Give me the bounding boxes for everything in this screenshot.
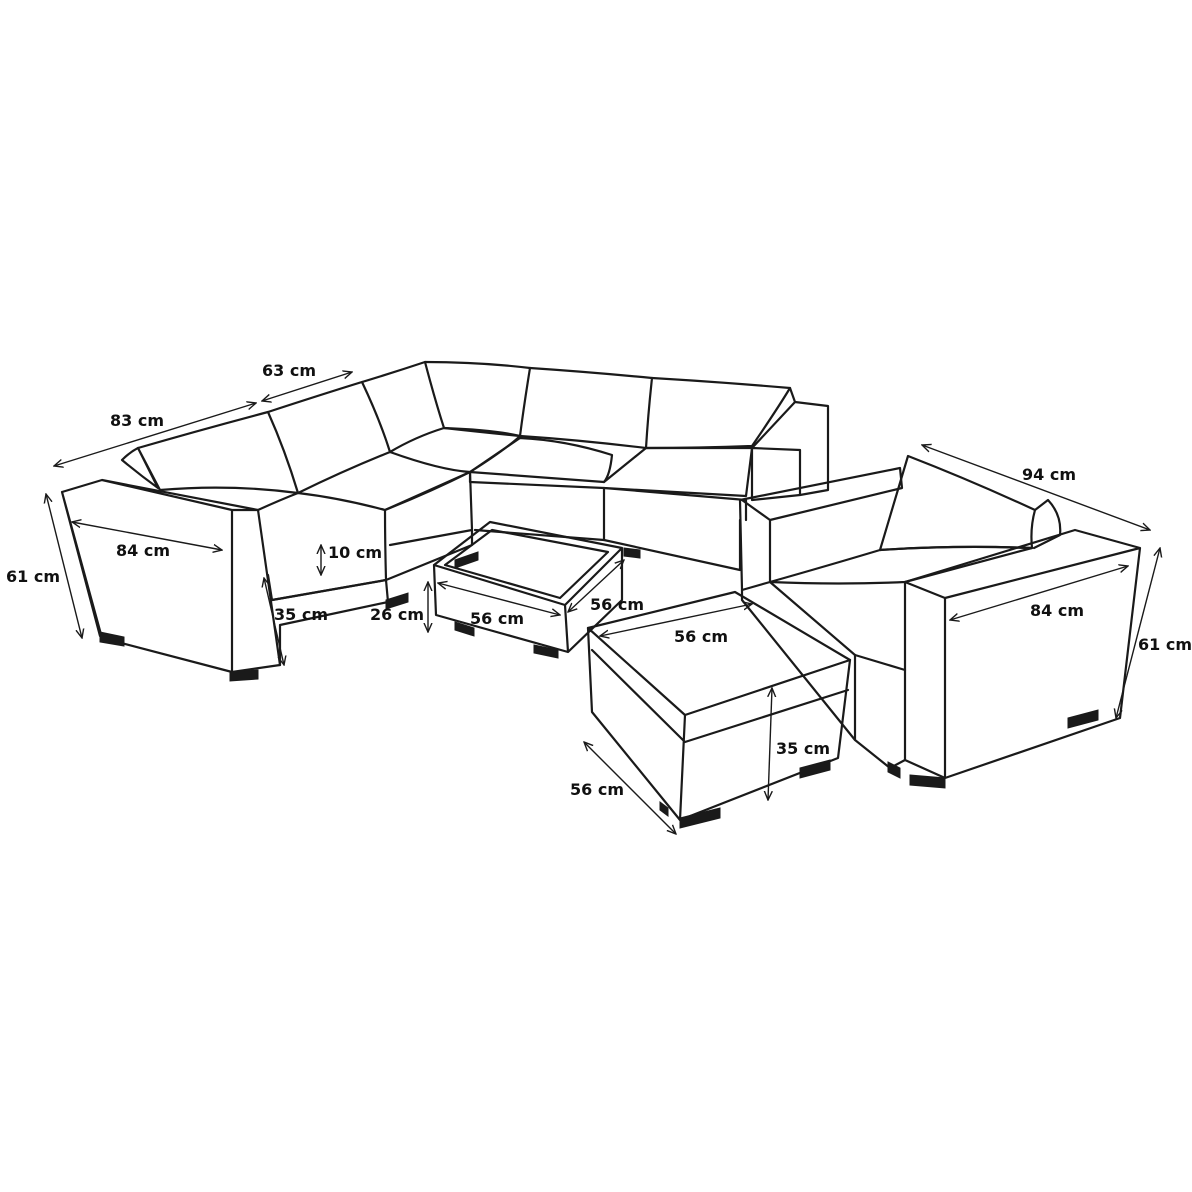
sofa-back-cushion-4: [518, 366, 654, 450]
label-chair-width: 94 cm: [1022, 465, 1076, 484]
dimension-lines: [46, 372, 1160, 834]
dimension-labels: 83 cm 63 cm 61 cm 84 cm 10 cm 35 cm 26 c…: [6, 361, 1192, 799]
sofa-back-cushion-2: [266, 380, 392, 495]
sofa-seat-corner: [383, 426, 522, 547]
dim-arrow-61-left: [46, 494, 82, 638]
ottoman-foot: [679, 807, 721, 829]
dim-arrow-56-table-w: [438, 583, 560, 615]
sofa-foot: [454, 551, 479, 569]
armchair-foot: [887, 761, 901, 779]
dim-arrow-35-seat: [264, 578, 284, 665]
label-sofa-height: 61 cm: [6, 567, 60, 586]
sofa-left-back-cushion: [120, 446, 162, 492]
sofa-foot: [99, 631, 125, 647]
coffee-table-foot: [533, 644, 559, 659]
sofa-foot: [385, 592, 409, 610]
label-table-height: 26 cm: [370, 605, 424, 624]
dim-arrow-56-table-d: [568, 560, 624, 612]
sofa-seat-middle: [468, 436, 614, 542]
label-seat-cushion: 10 cm: [328, 543, 382, 562]
sofa-right-arm: [750, 386, 830, 502]
armchair-foot: [909, 774, 946, 789]
sofa-foot: [229, 669, 259, 682]
label-chair-height: 61 cm: [1138, 635, 1192, 654]
dim-arrow-94: [922, 445, 1150, 530]
armchair-seat: [768, 545, 1034, 672]
dim-arrow-35-ottoman: [768, 688, 772, 800]
dim-arrow-84-chair: [950, 566, 1128, 620]
sofa-left-arm: [60, 478, 282, 674]
dim-arrow-56-ottoman-w: [600, 604, 752, 636]
ottoman-foot: [799, 759, 831, 779]
dim-arrow-84-left: [72, 522, 222, 550]
dim-arrow-61-chair: [1116, 548, 1160, 718]
armchair-left-arm: [738, 466, 904, 592]
coffee-table-foot: [454, 621, 475, 637]
label-sofa-arm-inner: 84 cm: [116, 541, 170, 560]
sofa-back-cushion-3: [423, 360, 532, 438]
armchair-right-arm: [903, 528, 1142, 780]
armchair-back-cushion: [878, 454, 1037, 552]
label-ottoman-height: 35 cm: [776, 739, 830, 758]
label-ottoman-depth: 56 cm: [570, 780, 624, 799]
ottoman-body: [586, 626, 852, 822]
sofa-back-cushion-corner: [360, 360, 446, 454]
dim-arrow-56-ottoman-d: [584, 742, 676, 834]
label-table-width: 56 cm: [470, 609, 524, 628]
sofa-back-cushion-5: [644, 376, 792, 450]
armchair-foot: [1067, 709, 1099, 729]
armchair-front-body: [740, 588, 907, 770]
sofa-seat-left: [256, 450, 472, 602]
dim-arrow-63: [262, 372, 352, 401]
label-seat-height: 35 cm: [274, 605, 328, 624]
label-sofa-arm-depth: 83 cm: [110, 411, 164, 430]
label-ottoman-width: 56 cm: [674, 627, 728, 646]
label-table-depth: 56 cm: [590, 595, 644, 614]
sofa-foot: [623, 547, 641, 559]
label-chair-arm-inner: 84 cm: [1030, 601, 1084, 620]
label-sofa-module-width: 63 cm: [262, 361, 316, 380]
dim-arrow-83: [54, 403, 256, 466]
